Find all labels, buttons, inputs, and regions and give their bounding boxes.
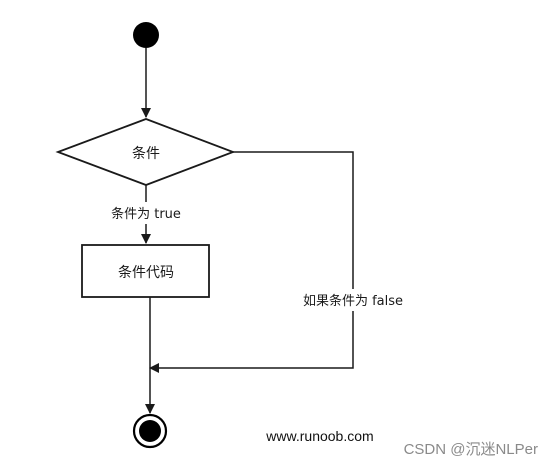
true-branch-label: 条件为 true bbox=[111, 206, 181, 222]
false-label-backdrop bbox=[294, 289, 412, 311]
code-block-label: 条件代码 bbox=[118, 264, 174, 281]
start-node bbox=[133, 22, 159, 48]
false-branch-label: 如果条件为 false bbox=[303, 293, 403, 309]
condition-label: 条件 bbox=[132, 145, 160, 162]
site-url-text: www.runoob.com bbox=[265, 428, 373, 444]
true-label-backdrop bbox=[104, 202, 188, 224]
edge-false-branch bbox=[149, 151, 354, 373]
condition-code-box bbox=[81, 244, 210, 298]
csdn-watermark: CSDN @沉迷NLPer bbox=[404, 441, 538, 458]
end-node-inner bbox=[139, 420, 161, 442]
